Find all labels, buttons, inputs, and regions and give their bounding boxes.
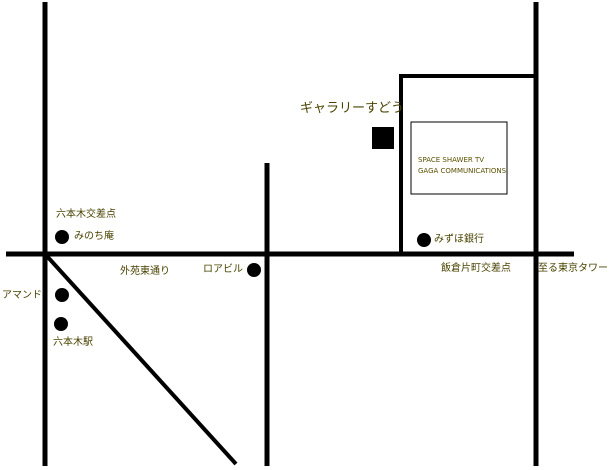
roppongi-crossing-label: 六本木交差点 [56,209,116,220]
gallery-sudo-label: ギャラリーすどう [300,101,405,116]
minochi-an-marker [55,230,69,244]
gallery-marker [372,127,394,149]
office-box [410,121,508,195]
roppongi-station-marker [54,317,68,331]
roppongi-station-label: 六本木駅 [53,337,93,348]
mizuho-bank-label: みずほ銀行 [434,234,484,245]
building-block-outline [399,74,536,254]
ro-a-building-label: ロアビル [203,264,243,275]
gaga-communications-label: GAGA COMMUNICATIONS [418,167,507,175]
almond-label: アマンド [2,290,42,301]
diagonal-road [43,252,238,466]
space-shower-tv-label: SPACE SHAWER TV [418,156,485,164]
almond-marker [55,288,69,302]
mizuho-bank-marker [417,233,431,247]
iikura-katamachi-crossing-label: 飯倉片町交差点 [441,263,511,274]
ro-a-building-marker [247,263,261,277]
to-tokyo-tower-label: 至る東京タワー [538,263,608,274]
minochi-an-label: みのち庵 [74,231,114,242]
gaien-higashi-dori-label: 外苑東通り [120,266,170,277]
